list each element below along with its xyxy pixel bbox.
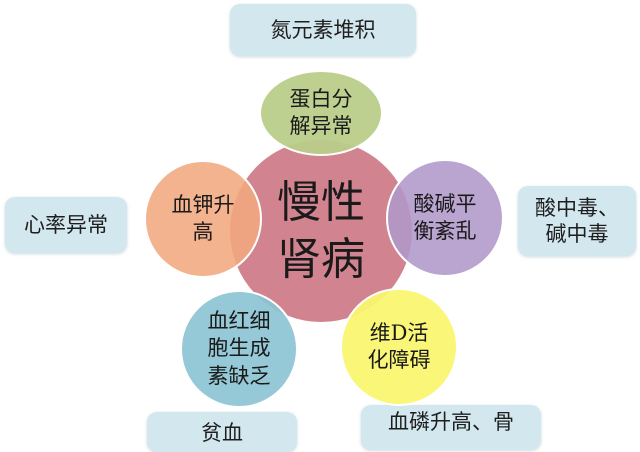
node-label-line2: 化障碍 <box>367 348 431 372</box>
effect-label: 氮元素堆积 <box>270 17 376 42</box>
effect-label-line1: 酸中毒、 <box>535 195 619 220</box>
effect-box-heart-rhythm: 心率异常 <box>5 197 127 253</box>
node-label-line1: 蛋白分 <box>289 86 353 111</box>
node-hyperkalemia: 血钾升 高 <box>144 160 262 278</box>
node-erythropoietin-deficiency: 血红细 胞生成 素缺乏 <box>180 290 298 408</box>
node-label-line2: 衡紊乱 <box>413 219 477 243</box>
effect-box-acidosis-alkalosis: 酸中毒、 碱中毒 <box>518 186 636 256</box>
effect-label: 贫血 <box>201 421 243 445</box>
node-label-line1: 酸碱平 <box>413 191 477 216</box>
effect-label: 血磷升高、骨 <box>388 410 514 434</box>
node-label-line1: 维D活 <box>369 320 429 345</box>
center-label-line2: 肾病 <box>277 234 365 285</box>
node-vitamin-d-activation: 维D活 化障碍 <box>340 288 458 406</box>
node-label-line1: 血红细 <box>207 309 271 334</box>
node-label-line3: 素缺乏 <box>207 363 271 388</box>
node-protein-metabolism: 蛋白分 解异常 <box>259 70 383 156</box>
effect-box-hyperphosphatemia: 血磷升高、骨 <box>361 405 541 450</box>
node-label-line2: 解异常 <box>289 114 353 138</box>
effect-label-line2: 碱中毒 <box>545 222 609 246</box>
effect-label: 心率异常 <box>24 212 108 237</box>
node-acid-base-imbalance: 酸碱平 衡紊乱 <box>386 159 504 277</box>
center-label-line1: 慢性 <box>277 176 365 228</box>
effect-box-nitrogen-accumulation: 氮元素堆积 <box>230 4 416 56</box>
node-label-line2: 高 <box>192 220 214 244</box>
effect-box-anemia: 贫血 <box>147 412 297 452</box>
node-label-line1: 血钾升 <box>171 192 235 217</box>
node-label-line2: 胞生成 <box>207 336 271 361</box>
